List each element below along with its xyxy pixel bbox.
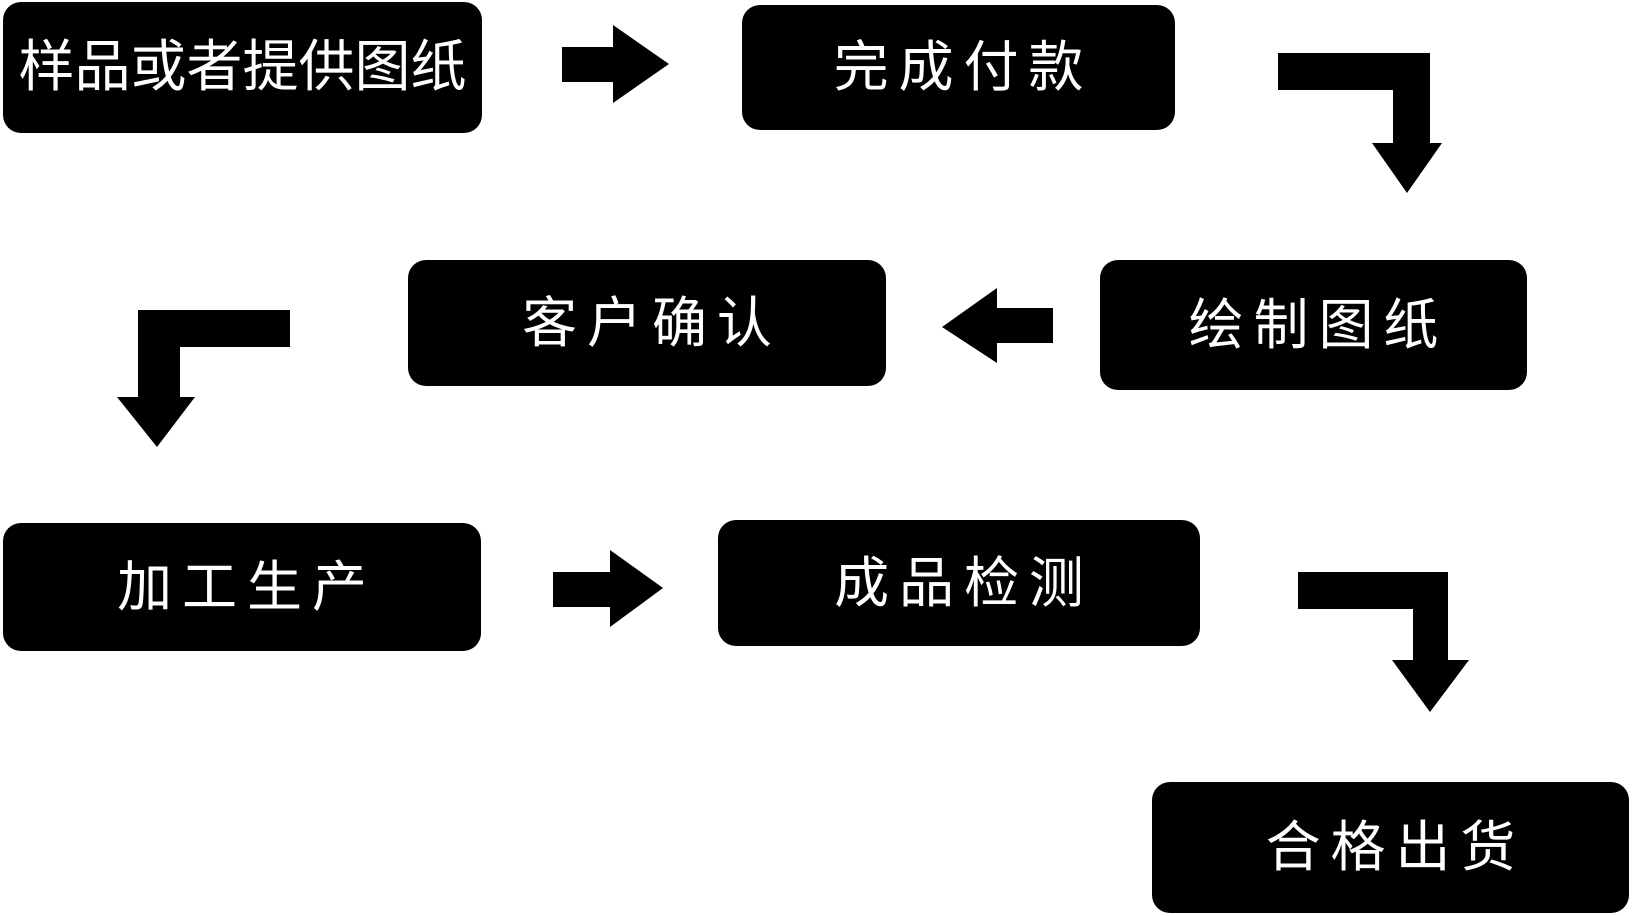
flow-node-label: 客户确认 <box>522 290 782 355</box>
flow-node-label: 合格出货 <box>1265 815 1526 879</box>
flow-node-label: 加工生产 <box>117 554 377 619</box>
flow-node-label: 完成付款 <box>833 35 1094 99</box>
flow-node-label: 样品或者提供图纸 <box>18 34 467 100</box>
arrow-left-icon <box>942 288 1053 363</box>
flow-node-sample-or-drawing: 样品或者提供图纸 <box>3 2 482 133</box>
arrow-elbow-right-down-icon <box>1278 53 1442 193</box>
arrow-elbow-left-down-icon <box>117 310 290 447</box>
flow-node-label: 成品检测 <box>834 550 1094 615</box>
flow-node-customer-confirm: 客户确认 <box>408 260 886 386</box>
arrow-right-icon <box>553 550 663 627</box>
flow-node-production: 加工生产 <box>3 523 481 651</box>
flow-node-shipment: 合格出货 <box>1152 782 1629 913</box>
flow-node-payment: 完成付款 <box>742 5 1175 130</box>
flow-node-label: 绘制图纸 <box>1188 292 1449 357</box>
arrow-elbow-right-down-icon <box>1298 572 1469 712</box>
arrow-right-icon <box>562 25 669 103</box>
flow-node-inspection: 成品检测 <box>718 520 1200 646</box>
flow-node-draw-drawing: 绘制图纸 <box>1100 260 1527 390</box>
